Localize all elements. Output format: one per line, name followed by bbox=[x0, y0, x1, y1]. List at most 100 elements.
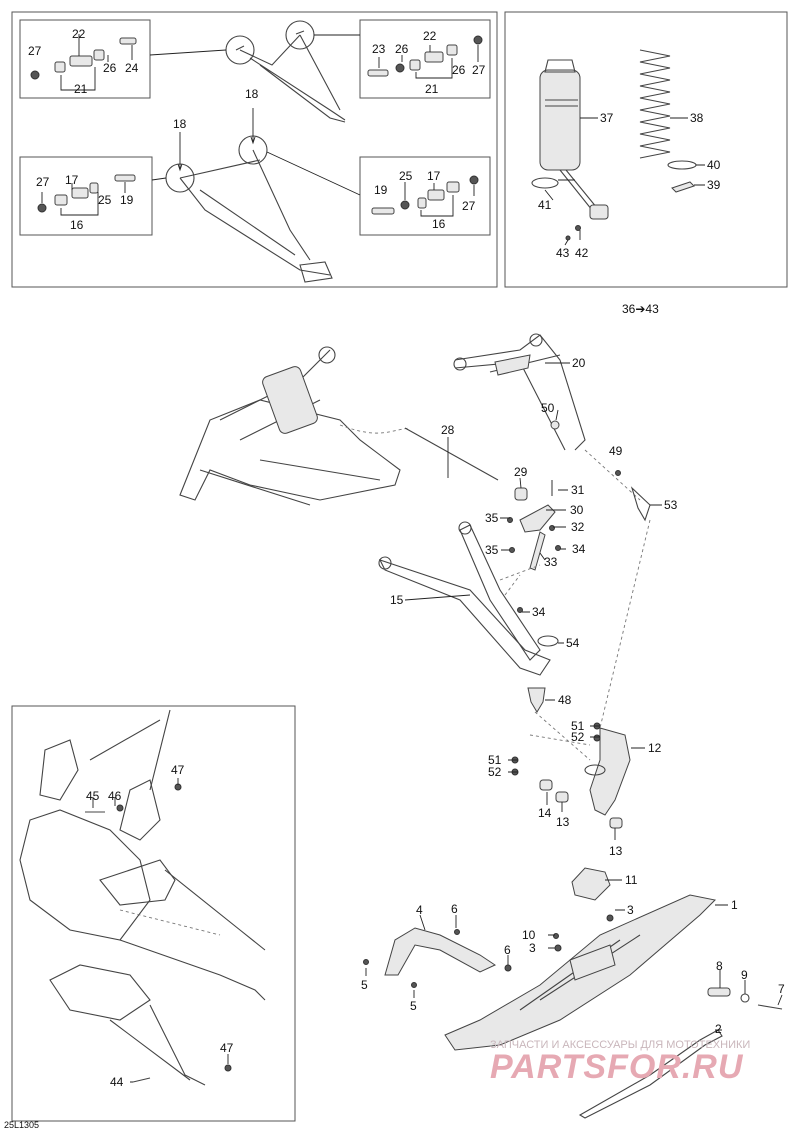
label-25: 25 bbox=[98, 193, 112, 207]
label-21: 21 bbox=[425, 82, 439, 96]
inset-upper-left bbox=[19, 19, 151, 99]
watermark-tagline: ЗАПЧАСТИ И АКСЕССУАРЫ ДЛЯ МОТОТЕХНИКИ bbox=[490, 1039, 750, 1051]
label-18: 18 bbox=[173, 117, 187, 131]
label-22: 22 bbox=[72, 27, 86, 41]
label-42: 42 bbox=[575, 246, 589, 260]
frame-shock bbox=[504, 11, 788, 288]
label-53: 53 bbox=[664, 498, 678, 512]
label-47: 47 bbox=[171, 763, 185, 777]
hardware-lower-left bbox=[37, 174, 136, 216]
label-30: 30 bbox=[570, 503, 584, 517]
bushing bbox=[514, 487, 528, 501]
upper-a-arm-sketch bbox=[149, 20, 360, 123]
label-34: 34 bbox=[572, 542, 586, 556]
label-5: 5 bbox=[361, 978, 368, 992]
hardware-upper-left bbox=[30, 34, 137, 91]
label-48: 48 bbox=[558, 693, 572, 707]
label-39: 39 bbox=[707, 178, 721, 192]
label-40: 40 bbox=[707, 158, 721, 172]
hardware-upper-right bbox=[367, 35, 483, 79]
label-37: 37 bbox=[600, 111, 614, 125]
label-49: 49 bbox=[609, 444, 623, 458]
label-31: 31 bbox=[571, 483, 585, 497]
label-29: 29 bbox=[514, 465, 528, 479]
bracket bbox=[519, 504, 556, 533]
nut bbox=[116, 804, 124, 812]
inset-lower-right bbox=[359, 156, 491, 236]
label-2: 2 bbox=[715, 1022, 722, 1036]
label-11: 11 bbox=[625, 873, 638, 887]
shock-spring bbox=[639, 49, 671, 159]
label-15: 15 bbox=[390, 593, 404, 607]
label-50: 50 bbox=[541, 401, 555, 415]
nut bbox=[555, 545, 561, 551]
label-17: 17 bbox=[427, 169, 441, 183]
label-3: 3 bbox=[529, 941, 536, 955]
label-51: 51 bbox=[488, 753, 502, 767]
label-17: 17 bbox=[65, 173, 79, 187]
nut bbox=[517, 607, 523, 613]
nut bbox=[606, 914, 614, 922]
callout-labels: 27 22 26 24 21 23 26 22 26 27 21 18 18 2… bbox=[28, 27, 785, 1089]
label-16: 16 bbox=[70, 218, 84, 232]
label-38: 38 bbox=[690, 111, 704, 125]
ski-bolt bbox=[757, 1004, 783, 1010]
label-36-43: 36➔43 bbox=[622, 302, 659, 316]
label-46: 46 bbox=[108, 789, 122, 803]
label-43: 43 bbox=[556, 246, 570, 260]
lower-a-arm bbox=[378, 521, 551, 676]
label-27: 27 bbox=[472, 63, 486, 77]
spindle-bushing bbox=[555, 791, 569, 803]
diagram-code: 25L1305 bbox=[4, 1120, 39, 1130]
nut bbox=[224, 1064, 232, 1072]
nut bbox=[509, 547, 515, 553]
label-54: 54 bbox=[566, 636, 580, 650]
ski-washer bbox=[740, 993, 750, 1003]
label-47: 47 bbox=[220, 1041, 234, 1055]
label-34: 34 bbox=[532, 605, 546, 619]
label-1: 1 bbox=[731, 898, 738, 912]
label-27: 27 bbox=[462, 199, 476, 213]
label-35: 35 bbox=[485, 543, 499, 557]
label-16: 16 bbox=[432, 217, 446, 231]
inset-lower-left bbox=[19, 156, 153, 236]
hardware-lower-right bbox=[371, 175, 479, 217]
inset-upper-right bbox=[359, 19, 491, 99]
nut bbox=[363, 959, 369, 965]
bolt bbox=[132, 1077, 151, 1083]
cotter-pin bbox=[615, 470, 621, 476]
label-7: 7 bbox=[778, 982, 785, 996]
shock-nut bbox=[565, 235, 571, 241]
stabilizer-link bbox=[529, 531, 546, 571]
frame-mounting bbox=[11, 705, 296, 1122]
label-21: 21 bbox=[74, 82, 88, 96]
ski-handle bbox=[384, 927, 497, 976]
nut bbox=[411, 982, 417, 988]
label-19: 19 bbox=[374, 183, 388, 197]
o-ring bbox=[531, 177, 559, 189]
upper-ball-joint-nut bbox=[550, 420, 560, 430]
upper-ball-joint bbox=[630, 486, 651, 522]
nut bbox=[507, 517, 513, 523]
label-5: 5 bbox=[410, 999, 417, 1013]
suspension-overview bbox=[179, 346, 411, 506]
label-51: 51 bbox=[571, 719, 585, 733]
label-52: 52 bbox=[571, 730, 585, 744]
label-26: 26 bbox=[103, 61, 117, 75]
label-27: 27 bbox=[28, 44, 42, 58]
label-12: 12 bbox=[648, 741, 662, 755]
ski bbox=[444, 894, 717, 1051]
nut bbox=[554, 944, 562, 952]
label-10: 10 bbox=[522, 928, 536, 942]
shock-absorber bbox=[539, 59, 609, 220]
label-52: 52 bbox=[488, 765, 502, 779]
label-28: 28 bbox=[441, 423, 455, 437]
ski-wear-pad bbox=[571, 867, 611, 901]
upper-a-arm bbox=[453, 333, 586, 451]
watermark-logo: PARTSFOR.RU bbox=[490, 1048, 744, 1086]
ski-runner bbox=[578, 1029, 723, 1119]
nut bbox=[549, 525, 555, 531]
lower-ball-joint bbox=[527, 687, 546, 713]
ski-spindle bbox=[511, 722, 631, 816]
